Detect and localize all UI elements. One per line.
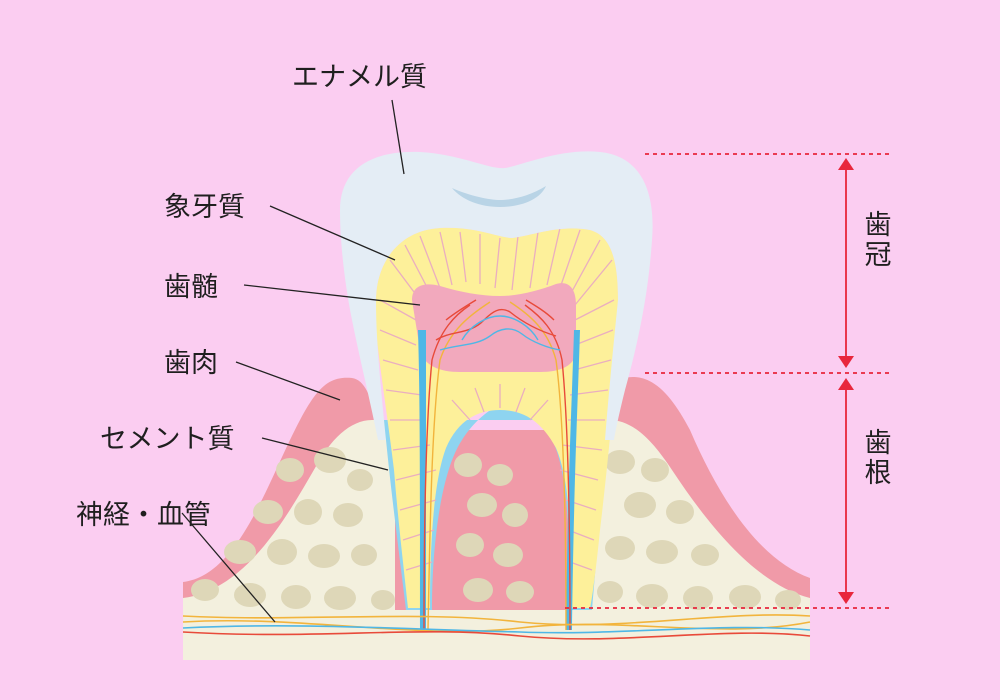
region-arrowheads xyxy=(838,158,854,604)
label-dentin: 象牙質 xyxy=(164,192,245,223)
label-cementum: セメント質 xyxy=(100,424,234,455)
dentin-tubules xyxy=(379,227,615,571)
label-enamel: エナメル質 xyxy=(292,62,427,93)
pulp xyxy=(412,283,576,372)
label-nerve-vessel: 神経・血管 xyxy=(76,500,211,531)
enamel-groove xyxy=(452,186,546,207)
label-gum: 歯肉 xyxy=(164,348,218,379)
nerve-vessel-bundle xyxy=(182,614,811,640)
enamel xyxy=(340,151,653,440)
label-crown: 歯冠 xyxy=(865,210,892,271)
nerves-vessels xyxy=(423,299,571,631)
region-markers xyxy=(565,153,892,609)
label-pulp: 歯髄 xyxy=(164,272,218,303)
leader-lines xyxy=(181,99,421,623)
label-root: 歯根 xyxy=(865,428,892,489)
